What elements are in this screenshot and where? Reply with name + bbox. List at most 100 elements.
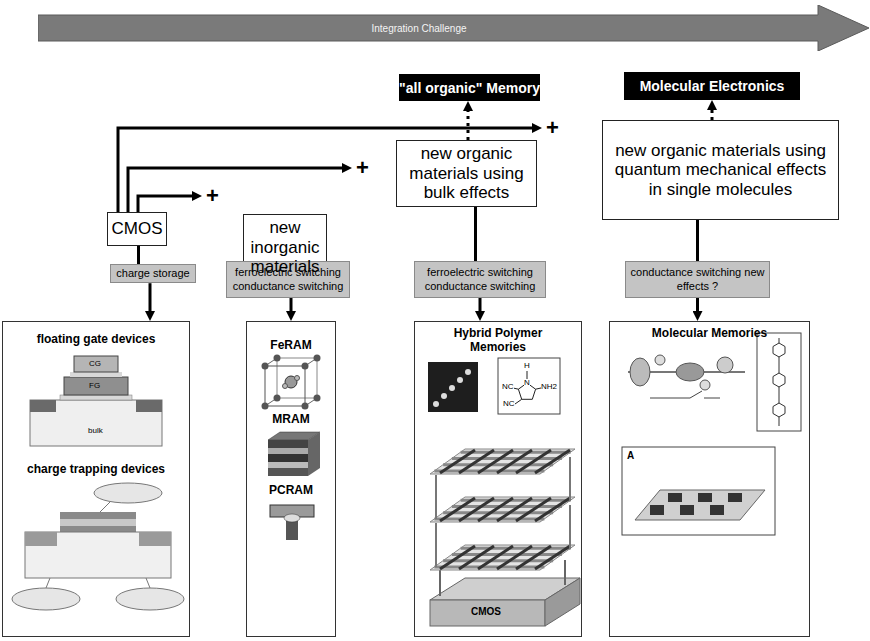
molecular-crossbar [710,505,724,515]
charge-trap-figure [60,512,136,519]
node-text: new organic materials using bulk effects [402,144,531,203]
crossbar-array [461,547,571,550]
polymer-micrograph [428,362,478,412]
crossbar-array [435,523,437,567]
plus-sign: + [546,117,559,139]
perovskite-cell [295,376,300,381]
crossbar-array [434,565,544,568]
connector [137,246,140,264]
molecule-chain [757,333,801,431]
atom-label: NC [503,400,515,408]
cmos-slab [430,600,545,626]
crossbar-array [478,450,513,473]
mechanism-label: conductance switching new effects ? [625,261,770,298]
mram-stack [268,432,320,476]
crossbar-array [443,463,553,466]
charge-trap-figure [100,502,110,512]
floating-gate-figure [30,400,162,446]
node-text: PCRAM [247,483,335,497]
charge-trap-figure [60,519,136,526]
perovskite-cell [265,366,305,406]
perovskite-cell [302,363,309,370]
charge-trap-figure [12,588,80,610]
crossbar-array [452,553,562,556]
molecule-cartoon [704,398,720,399]
molecule-cartoon [717,357,733,373]
node-text: new organic materials using quantum mech… [608,141,833,200]
material-box: new organic materials using quantum mech… [602,120,839,220]
molecule-chain [773,373,785,387]
node-text: "all organic" Memory [399,80,540,96]
crossbar-array [434,469,544,472]
molecule-cartoon [676,363,704,381]
connector [290,298,293,312]
mechanism-label: ferroelectric switching conductance swit… [226,261,350,298]
memory-panel: Molecular Memories [609,321,810,637]
node-text: ferroelectric switching conductance swit… [419,266,541,292]
molecular-crossbar [622,447,775,535]
cmos-arrow [138,196,193,212]
perovskite-cell [262,355,321,410]
connector [467,110,470,140]
title-box: Molecular Electronics [624,72,800,100]
charge-trap-figure [94,483,162,503]
mechanism-label: charge storage [110,264,196,283]
molecule-cartoon [700,380,710,390]
perovskite-cell [314,355,321,362]
molecule-cartoon [630,358,650,386]
crossbar-array [434,517,544,520]
charge-trap-figure [25,532,171,578]
connector [479,298,482,312]
plus-sign: + [356,157,369,179]
perovskite-cell [314,395,321,402]
charge-trap-figure [146,578,150,588]
crossbar-array [569,505,571,549]
node-text: MRAM [247,412,335,426]
crossbar-array [459,546,494,569]
polymer-micrograph [457,377,463,383]
molecule-cartoon [650,398,690,399]
cmos-slab [545,578,580,626]
crossbar-array [516,498,551,521]
atom-label: H [524,362,530,370]
pcram-cell [270,505,314,540]
molecular-crossbar [668,493,682,502]
floating-gate-figure [74,356,118,372]
crossbar-array [497,498,532,521]
node-text: Molecular Memories [610,326,809,340]
crossbar-array [440,450,475,473]
molecular-crossbar [650,505,664,515]
crossbar-array [461,499,571,502]
molecular-crossbar [698,493,712,502]
crossbar-array [435,475,437,519]
charge-trap-figure [46,578,50,588]
cmos-slab [439,570,441,596]
memory-panel: FeRAM MRAM PCRAM [246,321,336,637]
polymer-micrograph [433,401,439,407]
molecule-structure [498,358,560,414]
perovskite-cell [302,403,309,410]
connector [149,283,152,312]
charge-trap-figure [60,526,136,532]
node-text: conductance switching new effects ? [630,266,765,292]
perovskite-cell [274,355,281,362]
crossbar-array [430,449,575,570]
cmos-slab [564,560,566,585]
title-box: "all organic" Memory [399,74,540,101]
crossbar-array [443,511,553,514]
floating-gate-figure [60,395,132,400]
polymer-micrograph [465,369,471,375]
molecular-crossbar [728,493,742,502]
mram-stack [268,462,308,468]
connector [696,220,699,261]
atom-label: NC [502,383,514,391]
node-text: Hybrid Polymer Memories [449,326,547,355]
node-text: FeRAM [247,338,335,352]
charge-trap-figure [12,483,184,610]
connector [696,298,699,312]
perovskite-cell [262,403,269,410]
polymer-micrograph [428,362,478,412]
connector [474,207,477,261]
floating-gate-figure [70,372,122,377]
crossbar-array [535,546,570,569]
